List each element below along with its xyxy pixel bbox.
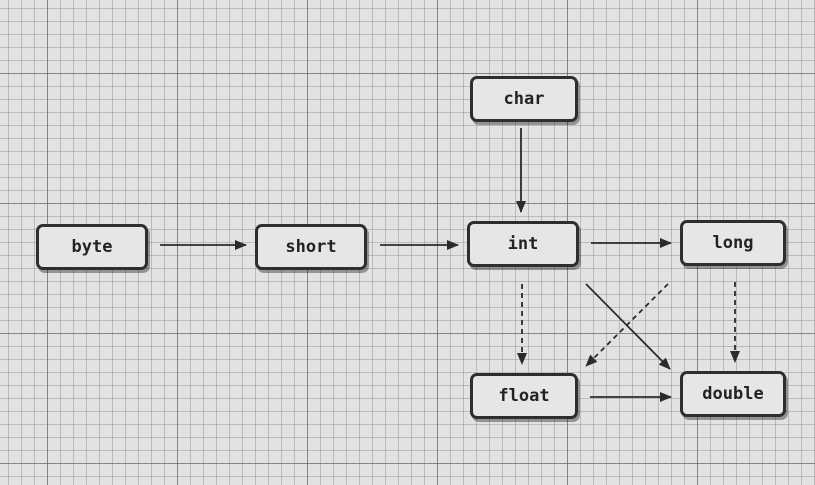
arrow-long-to-float bbox=[585, 283, 669, 367]
arrow-int-to-double bbox=[585, 283, 671, 370]
node-float: float bbox=[470, 373, 578, 419]
node-long: long bbox=[680, 220, 786, 266]
node-short: short bbox=[255, 224, 367, 270]
node-double: double bbox=[680, 371, 786, 417]
node-byte: byte bbox=[36, 224, 148, 270]
node-char: char bbox=[470, 76, 578, 122]
node-int: int bbox=[467, 221, 579, 267]
